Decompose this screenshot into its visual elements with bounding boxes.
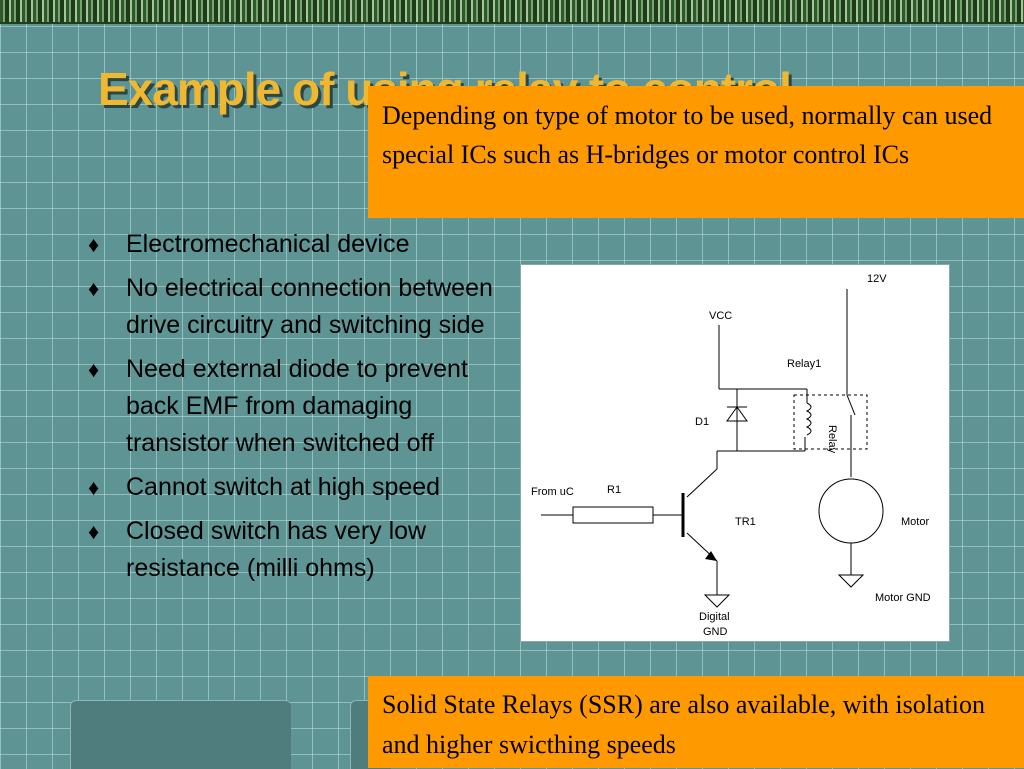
label-relay-coil: Relay	[826, 425, 838, 454]
bullet-list: ♦ Electromechanical device ♦ No electrical…	[88, 226, 498, 594]
decorative-bottom-block-left	[70, 700, 291, 769]
label-digital: Digital	[699, 611, 730, 623]
label-vcc: VCC	[709, 310, 732, 322]
motor-ground-symbol	[837, 574, 865, 588]
bullet-text: No electrical connection between drive c…	[126, 274, 493, 339]
label-r1: R1	[607, 484, 621, 496]
diode-symbol	[726, 406, 748, 422]
bullet-text: Electromechanical device	[126, 230, 410, 258]
label-from-uc: From uC	[531, 486, 574, 498]
diamond-bullet-icon: ♦	[88, 475, 100, 500]
callout-bottom: Solid State Relays (SSR) are also availa…	[368, 676, 1024, 768]
motor-symbol	[818, 478, 884, 544]
label-motor-gnd: Motor GND	[875, 592, 931, 604]
bullet-item: ♦ Need external diode to prevent back EMF…	[88, 351, 498, 462]
bullet-text: Closed switch has very low resistance (m…	[126, 517, 427, 582]
circuit-wires	[541, 289, 856, 595]
label-d1: D1	[695, 416, 709, 428]
label-tr1: TR1	[735, 516, 756, 528]
diamond-bullet-icon: ♦	[88, 357, 100, 382]
bullet-item: ♦ Closed switch has very low resistance (…	[88, 513, 498, 587]
label-relay: Relay1	[787, 358, 821, 370]
relay-box	[793, 394, 868, 450]
label-12v: 12V	[867, 273, 887, 285]
diamond-bullet-icon: ♦	[88, 232, 100, 257]
bullet-item: ♦ Cannot switch at high speed	[88, 469, 498, 506]
resistor-symbol	[572, 506, 654, 524]
label-motor: Motor	[901, 516, 929, 528]
bullet-text: Need external diode to prevent back EMF …	[126, 355, 468, 457]
relay-circuit-diagram: 12V VCC Relay1 Relay D1 From uC R1 TR1 M…	[520, 264, 950, 642]
transistor-emitter-arrow	[705, 551, 717, 561]
bullet-item: ♦ No electrical connection between drive …	[88, 270, 498, 344]
decorative-top-bar	[0, 0, 1024, 24]
bullet-text: Cannot switch at high speed	[126, 473, 441, 501]
label-gnd: GND	[703, 626, 728, 638]
circuit-schematic: 12V VCC Relay1 Relay D1 From uC R1 TR1 M…	[531, 273, 931, 638]
callout-top: Depending on type of motor to be used, n…	[368, 86, 1024, 218]
digital-ground-symbol	[703, 594, 731, 608]
bullet-item: ♦ Electromechanical device	[88, 226, 498, 263]
relay-coil	[805, 402, 812, 436]
diamond-bullet-icon: ♦	[88, 276, 100, 301]
diamond-bullet-icon: ♦	[88, 519, 100, 544]
